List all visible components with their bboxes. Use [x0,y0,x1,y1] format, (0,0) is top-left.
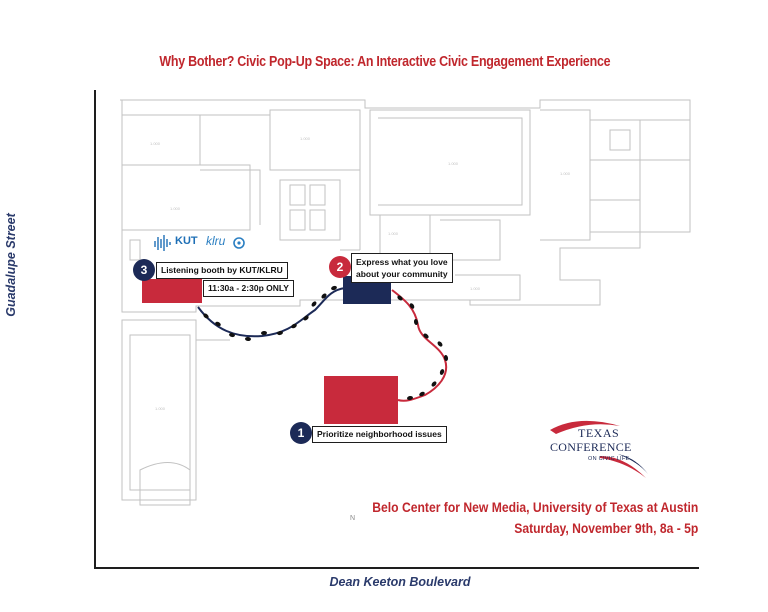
venue-info: Belo Center for New Media, University of… [336,500,698,536]
footprints [203,285,449,401]
station-1-badge: 1 [290,422,312,444]
kut-logo: KUT [175,235,198,247]
event-date: Saturday, November 9th, 8a - 5p [513,521,698,536]
station-2-label-line2: about your community [356,269,448,279]
kut-klru-logos: KUT klru [153,232,249,254]
dean-keeton-line [94,567,699,569]
station-2-label-line1: Express what you love [356,257,448,267]
texas-conference-logo: TEXAS CONFERENCE ON CIVIC LIFE [548,418,652,480]
north-marker: N [350,515,356,522]
svg-text:1.000: 1.000 [155,406,166,411]
logo-line-civic-life: ON CIVIC LIFE [588,456,630,462]
kut-waveform-icon [154,235,171,251]
station-3-badge: 3 [133,259,155,281]
klru-logo: klru [206,234,226,248]
station-3-time: 11:30a - 2:30p ONLY [203,280,294,297]
svg-text:1.000: 1.000 [470,286,481,291]
station-2-badge: 2 [329,256,351,278]
svg-text:1.000: 1.000 [170,206,181,211]
station-1-label: Prioritize neighborhood issues [312,426,447,443]
logo-line-conference: CONFERENCE [550,440,632,454]
logo-line-texas: TEXAS [578,426,620,440]
street-label-dean-keeton: Dean Keeton Boulevard [329,575,471,589]
guadalupe-street-line [94,90,96,568]
logo-swoosh-icon [550,420,648,478]
street-label-guadalupe: Guadalupe Street [4,213,18,317]
route-2-to-1 [391,289,448,402]
svg-text:1.000: 1.000 [388,231,399,236]
svg-text:1.000: 1.000 [300,136,311,141]
svg-text:1.000: 1.000 [150,141,161,146]
route-3-to-2 [197,287,346,338]
venue-name: Belo Center for New Media, University of… [371,500,698,515]
station-3-label: Listening booth by KUT/KLRU [156,262,288,279]
svg-text:1.000: 1.000 [448,161,459,166]
station-1-zone [324,376,398,424]
svg-text:1.000: 1.000 [560,171,571,176]
klru-circle-icon [233,237,245,249]
map-title: Why Bother? Civic Pop-Up Space: An Inter… [159,54,611,70]
station-2-label: Express what you love about your communi… [351,253,453,283]
station-3-zone [142,279,202,303]
